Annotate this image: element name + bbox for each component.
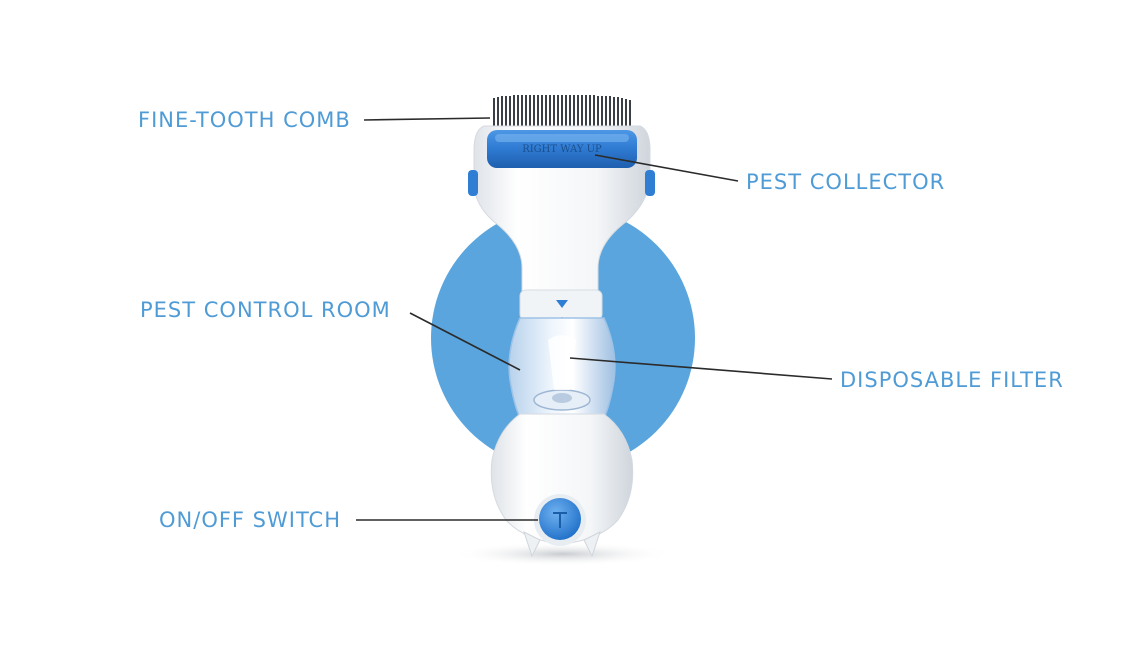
- pest-collector-shine: [495, 134, 629, 142]
- comb-teeth: [493, 95, 631, 128]
- filter-glow: [548, 335, 576, 390]
- device-foot-left: [523, 531, 541, 558]
- side-clip-right: [645, 170, 655, 196]
- power-icon: [553, 512, 567, 528]
- label-pest-collector: PEST COLLECTOR: [746, 170, 946, 194]
- leader-line-filter: [569, 357, 833, 380]
- leader-line-collector: [594, 154, 739, 182]
- label-fine-tooth-comb: FINE-TOOTH COMB: [138, 108, 351, 132]
- label-disposable-filter: DISPOSABLE FILTER: [840, 368, 1064, 392]
- pest-collector-text: RIGHT WAY UP: [522, 144, 602, 155]
- label-pest-control-room: PEST CONTROL ROOM: [140, 298, 391, 322]
- label-on-off-switch: ON/OFF SWITCH: [159, 508, 342, 532]
- side-clip-left: [468, 170, 478, 196]
- device-foot-right: [583, 531, 601, 558]
- filter-core: [552, 393, 572, 403]
- leader-line-comb: [363, 117, 491, 121]
- device-shadow: [452, 542, 672, 566]
- leader-line-chamber: [409, 312, 521, 371]
- alignment-arrow-icon: [556, 300, 568, 308]
